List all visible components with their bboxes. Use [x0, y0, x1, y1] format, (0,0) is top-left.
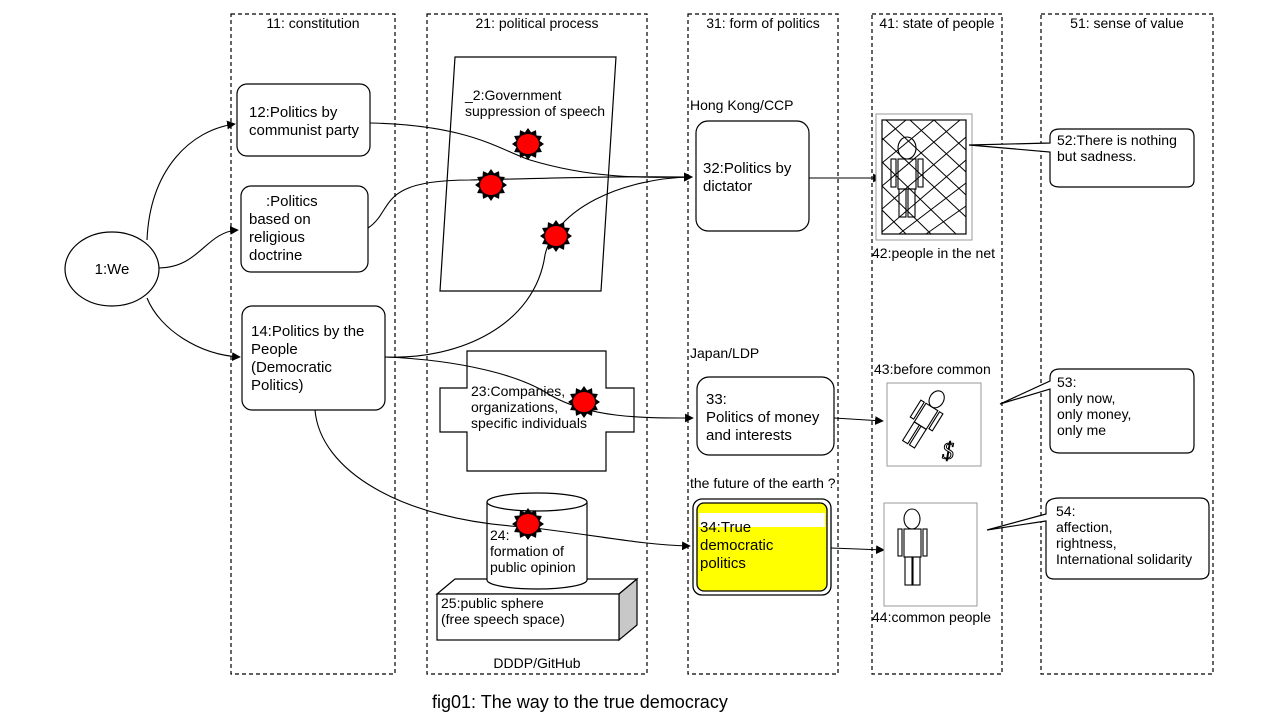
node-13-text: :Politics based on religious doctrine — [249, 193, 322, 264]
node-34[interactable] — [692, 498, 832, 596]
node-22-text: _2:Government suppression of speech — [464, 87, 605, 119]
lane-title-state-of-people: 41: state of people — [879, 15, 994, 31]
lane-constitution: 11: constitution — [230, 13, 396, 675]
node-32-label: Hong Kong/CCP — [690, 97, 794, 113]
node-34-text: 34:True democratic politics — [700, 519, 778, 572]
node-12-text: 12:Politics by communist party — [249, 104, 360, 139]
bubble-54[interactable] — [986, 497, 1210, 580]
person-icon-standing — [897, 508, 928, 586]
lane-title-constitution: 11: constitution — [266, 15, 359, 31]
bubble-53[interactable] — [999, 368, 1195, 454]
person-icon-fallen — [901, 390, 945, 449]
node-25-text: 25:public sphere (free speech space) — [441, 595, 565, 627]
node-14-text: 14:Politics by the People (Democratic Po… — [251, 323, 369, 394]
figure-caption: fig01: The way to the true democracy — [432, 692, 728, 712]
lane-title-form-of-politics: 31: form of politics — [706, 15, 820, 31]
node-33-label: Japan/LDP — [690, 345, 759, 361]
companies-cross-shape — [439, 350, 635, 472]
node-53-text: 53: only now, only money, only me — [1057, 374, 1135, 438]
lane-title-political-process: 21: political process — [476, 15, 599, 31]
node-12[interactable] — [236, 83, 371, 157]
node-we[interactable] — [64, 231, 160, 307]
people-in-net-picture — [875, 113, 973, 241]
dddp-github-label: DDDP/GitHub — [493, 655, 580, 671]
dollar-sign-icon: $ — [942, 439, 954, 465]
node-13[interactable] — [240, 185, 369, 273]
common-people-picture — [883, 502, 978, 607]
node-52-text: 52:There is nothing but sadness. — [1057, 132, 1181, 164]
before-common-picture: $ — [886, 382, 982, 467]
node-42-label: 42:people in the net — [872, 245, 995, 261]
node-24-text: 24: formation of public opinion — [490, 527, 576, 575]
node-14[interactable] — [241, 305, 386, 411]
node-32-text: 32:Politics by dictator — [703, 160, 796, 195]
bubble-52[interactable] — [968, 128, 1195, 188]
lane-title-sense-of-value: 51: sense of value — [1070, 15, 1184, 31]
node-33[interactable] — [696, 376, 835, 456]
node-44-label: 44:common people — [872, 609, 991, 625]
node-we-label: 1:We — [95, 261, 130, 278]
lane-state-of-people: 41: state of people — [871, 13, 1003, 675]
connectors — [146, 120, 885, 555]
net-icon — [881, 119, 967, 235]
speech-suppression-shape — [439, 56, 617, 292]
person-icon-netted — [890, 136, 924, 218]
node-34-label: the future of the earth ? — [690, 475, 836, 491]
lane-form-of-politics: 31: form of politics — [687, 13, 839, 675]
node-33-text: 33: Politics of money and interests — [706, 391, 824, 444]
lane-sense-of-value: 51: sense of value — [1040, 13, 1214, 675]
node-32[interactable] — [695, 120, 810, 232]
lane-political-process: 21: political process — [426, 13, 648, 675]
node-54-text: 54: affection, rightness, International … — [1056, 503, 1192, 567]
node-23-text: 23:Companies, organizations, specific in… — [471, 383, 587, 431]
node-43-label: 43:before common — [874, 361, 991, 377]
public-opinion-cylinder — [486, 492, 588, 590]
